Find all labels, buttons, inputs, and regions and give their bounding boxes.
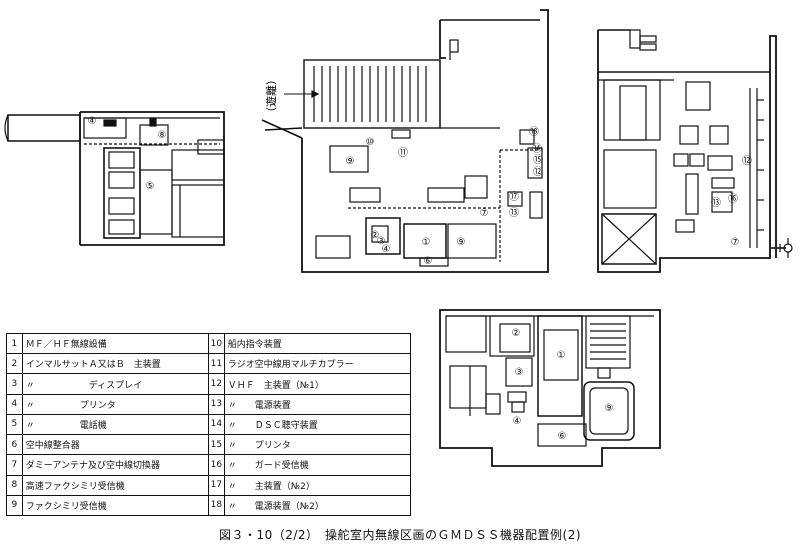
legend-label: ＶＨＦ 主装置（№1） [223, 373, 412, 395]
marker-12: ⑫ [533, 166, 543, 178]
marker-6: ⑥ [424, 256, 433, 267]
plan-a-walls [80, 111, 225, 246]
marker-1: ① [422, 237, 431, 248]
legend-label: ファクシミリ受信機 [21, 494, 210, 517]
marker-4d: ④ [513, 416, 522, 427]
legend-label: 〃 主装置（№2） [223, 474, 412, 496]
marker-4b: ④ [382, 244, 391, 255]
staircase [284, 59, 500, 129]
plan-d [439, 309, 661, 467]
marker-3d: ③ [515, 367, 524, 378]
marker-17: ⑰ [509, 191, 519, 203]
legend-number: 15 [208, 434, 225, 456]
legend-number: 7 [6, 454, 23, 476]
legend-number: 9 [6, 494, 23, 517]
fax-receiver-box [329, 145, 369, 173]
plan-b-walls [301, 9, 549, 273]
legend-number: 6 [6, 434, 23, 456]
marker-13: ⑬ [509, 207, 519, 219]
equipment-box [83, 117, 127, 139]
legend-number: 13 [208, 393, 225, 415]
marker-7: ⑦ [480, 208, 489, 219]
legend-number: 17 [208, 474, 225, 496]
marker-16: ⑯ [728, 193, 738, 205]
legend-number: 2 [6, 353, 23, 375]
legend-label: 空中線整合器 [21, 434, 210, 456]
legend-label: インマルサットＡ又はＢ 主装置 [21, 353, 210, 375]
hatch-cross-box [601, 213, 657, 265]
legend-number: 4 [6, 393, 23, 415]
marker-13c: ⑬ [711, 197, 721, 209]
mf-hf-unit [537, 315, 583, 417]
legend-number: 16 [208, 454, 225, 476]
figure-caption: 図３・10（2/2） 操舵室内無線区画のＧＭＤＳＳ機器配置例(2) [218, 528, 582, 542]
legend-label: 〃 ガード受信機 [223, 454, 412, 476]
plan-d-walls [439, 309, 661, 467]
legend-label: ラジオ空中線用マルチカプラー [223, 353, 412, 375]
plan-c [597, 29, 793, 273]
legend-number: 12 [208, 373, 225, 395]
marker-8: ⑧ [158, 130, 167, 141]
legend-label: 船内指令装置 [223, 332, 412, 355]
legend-label: 〃 ＤＳＣ聴守装置 [223, 413, 412, 436]
legend-label: 〃 ディスプレイ [21, 373, 210, 395]
rotated-label: （遊離） [264, 74, 278, 118]
legend-label: 〃 電源装置（№2） [223, 494, 412, 517]
marker-2d: ② [512, 328, 521, 339]
marker-9: ⑨ [346, 156, 355, 167]
inmarsat-console [365, 217, 401, 255]
marker-3: ③ [377, 236, 386, 247]
legend-number: 11 [208, 353, 225, 375]
legend-number: 14 [208, 413, 225, 436]
marker-7c: ⑦ [731, 237, 740, 248]
legend-label: 〃 電源装置 [223, 393, 412, 415]
marker-2: ② [371, 230, 380, 241]
marker-9d: ⑨ [605, 403, 614, 414]
legend-label: 〃 プリンタ [223, 434, 412, 456]
legend-label: 〃 電話機 [21, 413, 210, 436]
fax-unit [583, 381, 635, 441]
legend-label: 高速ファクシミリ受信機 [21, 474, 210, 496]
marker-11: ⑪ [398, 147, 408, 159]
marker-6d: ⑥ [558, 431, 567, 442]
marker-1d: ① [557, 350, 566, 361]
plan-c-walls [597, 30, 777, 273]
marker-9b: ⑨ [457, 237, 466, 248]
marker-10: ⑩ [366, 137, 375, 148]
pipe-duct [7, 114, 81, 142]
plan-a [4, 111, 225, 246]
marker-15: ⑮ [533, 154, 543, 166]
legend-number: 8 [6, 474, 23, 496]
marker-12c: ⑫ [742, 155, 752, 167]
legend-number: 1 [6, 332, 23, 355]
legend-number: 3 [6, 373, 23, 395]
marker-4: ④ [88, 116, 97, 127]
marker-5: ⑤ [146, 181, 155, 192]
pipe-duct-end [4, 114, 9, 142]
marker-18: ⑱ [529, 126, 539, 138]
legend-number: 5 [6, 413, 23, 436]
plan-b [261, 9, 549, 273]
legend-label: ダミーアンテナ及び空中線切換器 [21, 454, 210, 476]
legend-label: 〃 プリンタ [21, 393, 210, 415]
legend-number: 10 [208, 332, 225, 355]
marker-14: ⑭ [532, 143, 542, 155]
legend-label: ＭＦ／ＨＦ無線設備 [21, 332, 210, 355]
legend-number: 18 [208, 494, 225, 517]
